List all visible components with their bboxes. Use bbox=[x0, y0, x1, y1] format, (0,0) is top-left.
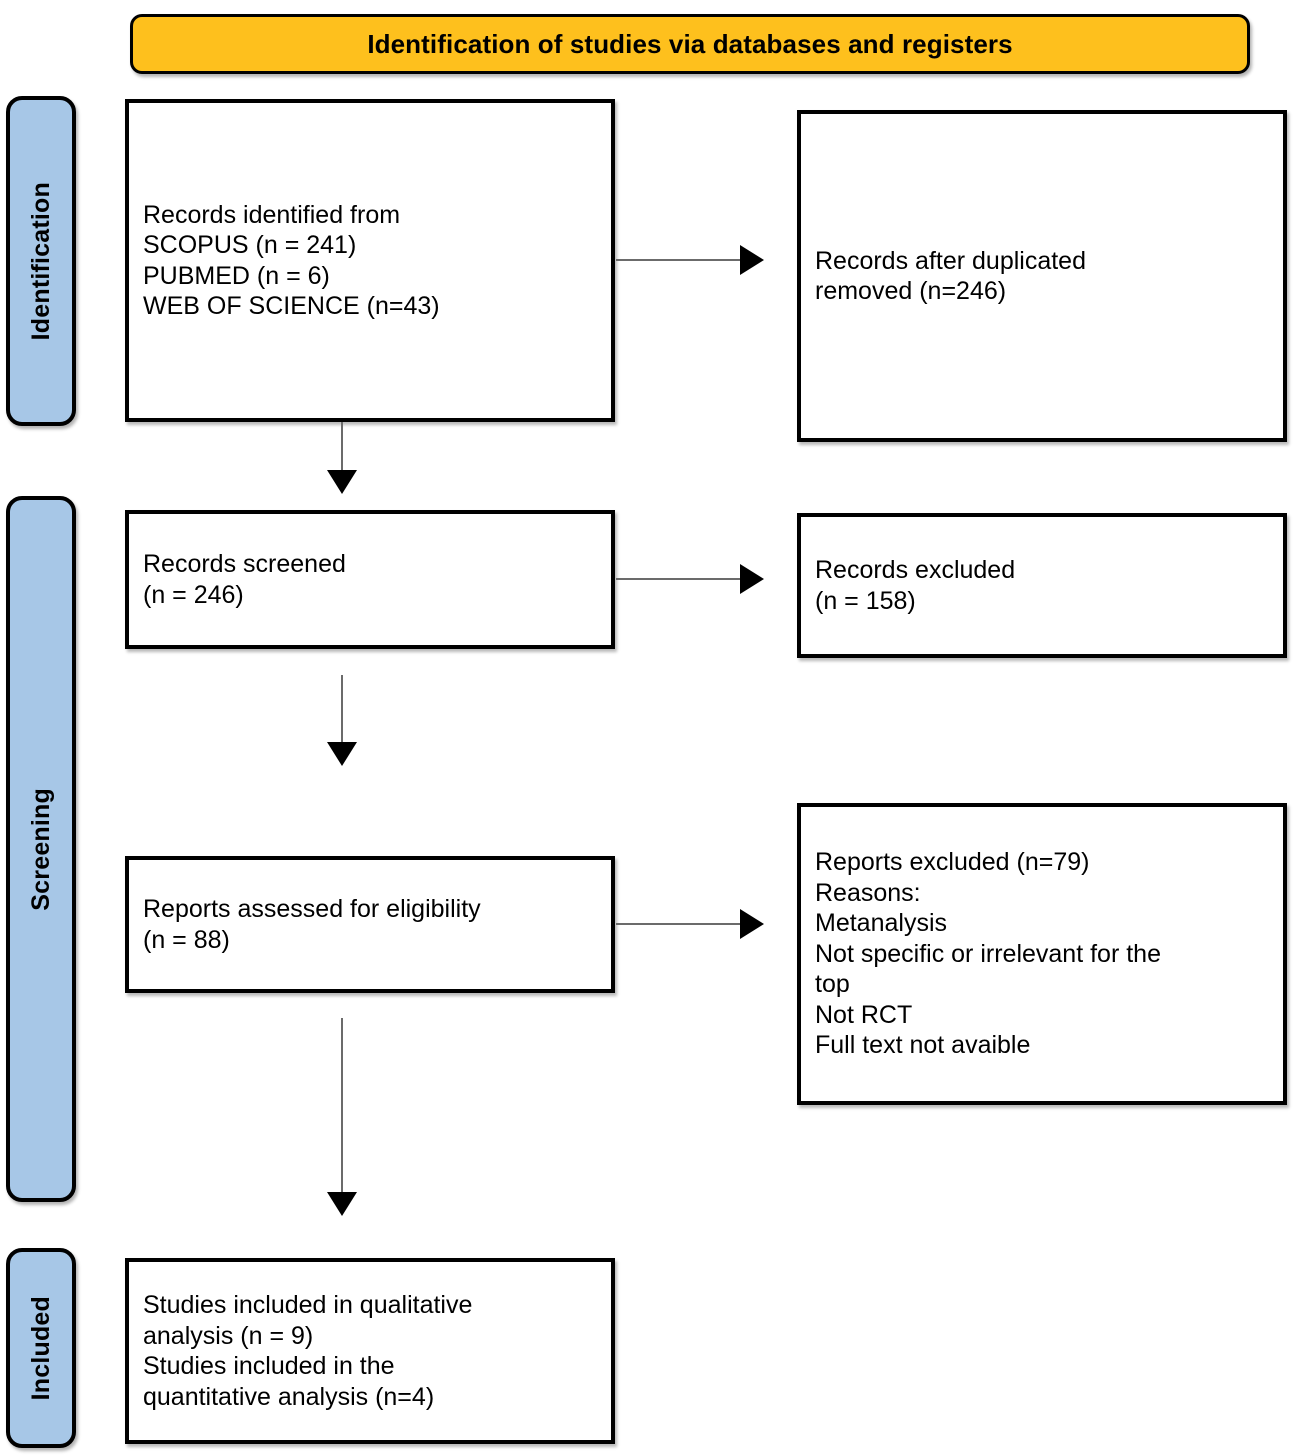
stage-bar-identification: Identification bbox=[6, 96, 76, 426]
stage-label-screening: Screening bbox=[26, 787, 55, 911]
box-records-identified-text: Records identified from SCOPUS (n = 241)… bbox=[143, 200, 440, 321]
diagram-header-banner: Identification of studies via databases … bbox=[130, 14, 1250, 74]
arrowhead-down-icon bbox=[327, 470, 357, 494]
box-studies-included-text: Studies included in qualitative analysis… bbox=[143, 1291, 473, 1411]
connector-line bbox=[616, 259, 744, 261]
diagram-title: Identification of studies via databases … bbox=[367, 28, 1013, 59]
arrowhead-right-icon bbox=[740, 564, 764, 594]
box-reports-assessed-for-eligibility-text: Reports assessed for eligibility (n = 88… bbox=[143, 895, 481, 954]
box-records-screened: Records screened (n = 246) bbox=[125, 510, 615, 649]
connector-line bbox=[616, 923, 744, 925]
stage-label-included: Included bbox=[26, 1295, 55, 1401]
arrowhead-right-icon bbox=[740, 245, 764, 275]
arrowhead-down-icon bbox=[327, 742, 357, 766]
connector-line bbox=[341, 675, 343, 749]
box-records-after-duplicates-removed: Records after duplicated removed (n=246) bbox=[797, 110, 1287, 442]
stage-bar-screening: Screening bbox=[6, 496, 76, 1202]
connector-line bbox=[616, 578, 744, 580]
arrowhead-right-icon bbox=[740, 909, 764, 939]
box-reports-assessed-for-eligibility: Reports assessed for eligibility (n = 88… bbox=[125, 856, 615, 993]
arrowhead-down-icon bbox=[327, 1192, 357, 1216]
box-reports-excluded: Reports excluded (n=79) Reasons: Metanal… bbox=[797, 803, 1287, 1105]
connector-line bbox=[341, 1018, 343, 1198]
box-records-screened-text: Records screened (n = 246) bbox=[143, 550, 346, 609]
box-records-identified: Records identified from SCOPUS (n = 241)… bbox=[125, 99, 615, 422]
box-records-after-duplicates-removed-text: Records after duplicated removed (n=246) bbox=[815, 246, 1086, 306]
connector-line bbox=[341, 422, 343, 478]
stage-bar-included: Included bbox=[6, 1248, 76, 1448]
box-records-excluded-text: Records excluded (n = 158) bbox=[815, 556, 1016, 615]
box-studies-included: Studies included in qualitative analysis… bbox=[125, 1258, 615, 1444]
box-reports-excluded-text: Reports excluded (n=79) Reasons: Metanal… bbox=[815, 848, 1161, 1060]
box-records-excluded: Records excluded (n = 158) bbox=[797, 513, 1287, 658]
stage-label-identification: Identification bbox=[26, 181, 55, 341]
